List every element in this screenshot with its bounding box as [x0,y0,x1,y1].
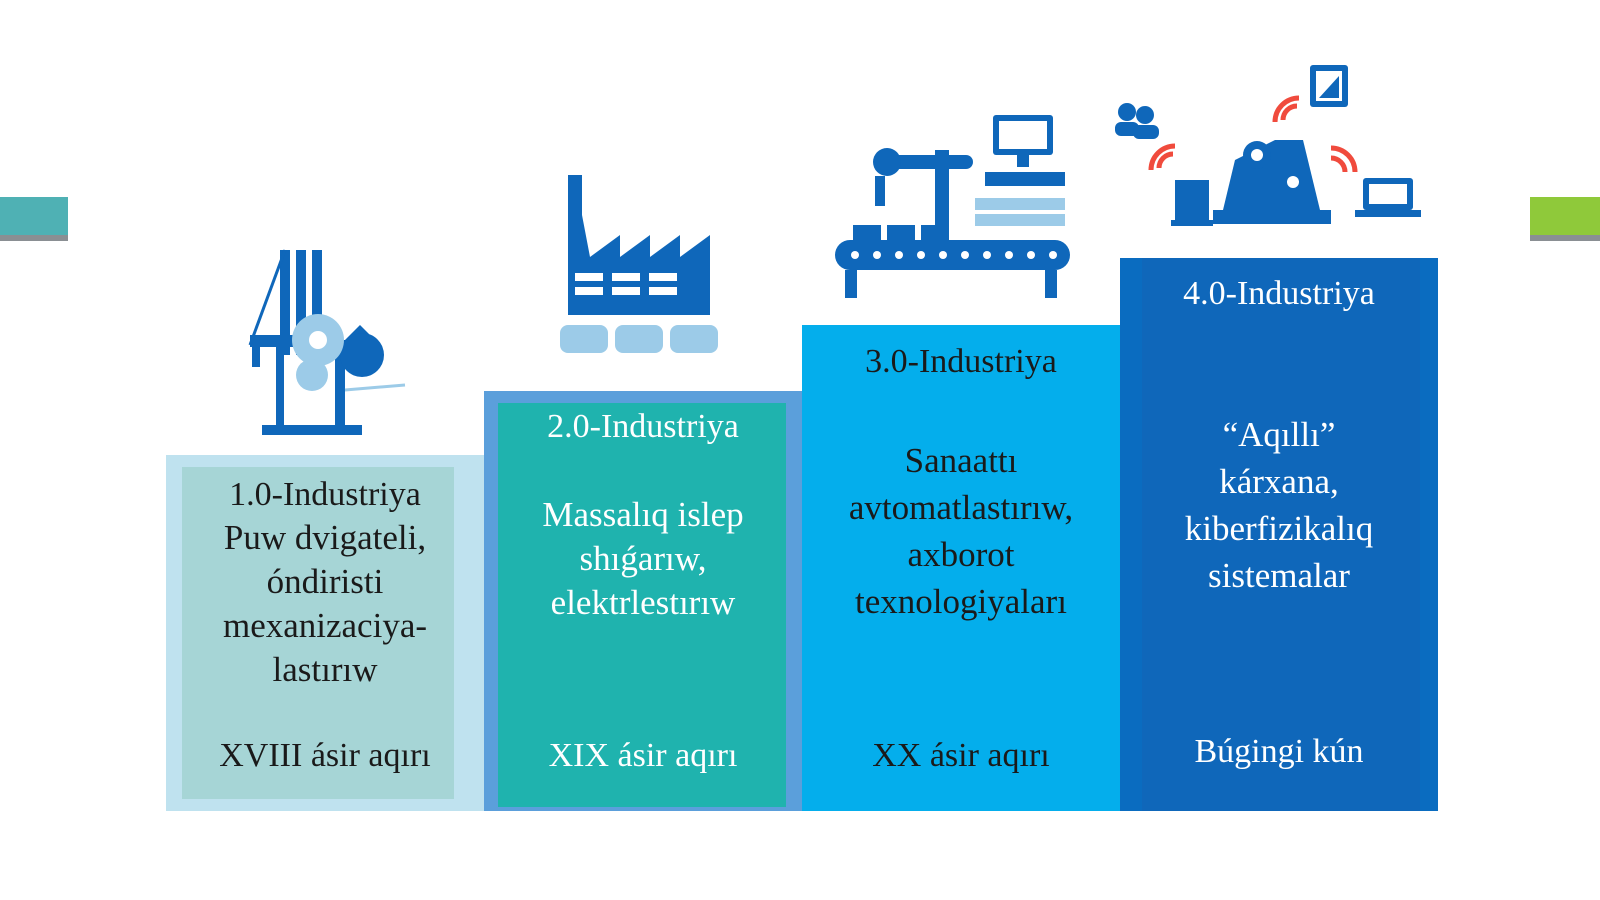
step-description-line: texnologiyaları [855,582,1067,621]
step-description-line: elektrlestırıw [550,583,736,622]
step-description-line: sistemalar [1208,556,1350,595]
step-panel [182,467,454,799]
smart-factory-icon [1115,65,1421,226]
step-description-line: avtomatlastırıw, [848,488,1074,527]
step-industry-1: 1.0-Industriya Puw dvigateli, óndiristi … [166,455,484,811]
step-description-line: kiberfizikalıq [1184,509,1374,548]
step-title: 4.0-Industriya [1183,275,1375,312]
step-panel [1142,258,1420,811]
step-title: 1.0-Industriya [229,476,421,513]
step-description-line: óndiristi [266,562,384,601]
step-description-line: “Aqıllı” [1222,415,1336,454]
step-era: XVIII ásir aqırı [219,737,431,774]
step-description-line: Massalıq islep [542,495,744,534]
step-era: XX ásir aqırı [872,737,1050,774]
step-industry-4: 4.0-Industriya “Aqıllı” kárxana, kiberfi… [1120,258,1438,811]
step-description: “Aqıllı” kárxana, kiberfizikalıq sistema… [1120,411,1438,599]
step-description-line: shıǵarıw, [579,539,707,578]
step-era: XIX ásir aqırı [548,737,738,774]
step-description-line: kárxana, [1219,462,1339,501]
step-industry-2: 2.0-Industriya Massalıq islep shıǵarıw, … [484,391,802,811]
step-era: Búgingi kún [1194,733,1364,770]
factory-icon [560,175,718,353]
step-description-line: lastırıw [272,650,378,689]
step-description-line: Puw dvigateli, [223,518,427,557]
steam-engine-icon [248,249,406,435]
step-description: Puw dvigateli, óndiristi mexanizaciya- l… [166,516,484,692]
step-panel [498,403,786,807]
accent-bar-left [0,197,68,241]
step-title: 3.0-Industriya [865,343,1057,380]
step-description: Massalıq islep shıǵarıw, elektrlestırıw [484,493,802,625]
step-description: Sanaattı avtomatlastırıw, axborot texnol… [802,437,1120,625]
step-industry-3: 3.0-Industriya Sanaattı avtomatlastırıw,… [802,325,1120,811]
step-description-line: mexanizaciya- [222,606,428,645]
step-description-line: axborot [907,535,1015,574]
step-title: 2.0-Industriya [547,408,739,445]
step-description-line: Sanaattı [904,441,1018,480]
robot-arm-conveyor-icon [835,115,1070,298]
accent-bar-right [1530,197,1600,241]
